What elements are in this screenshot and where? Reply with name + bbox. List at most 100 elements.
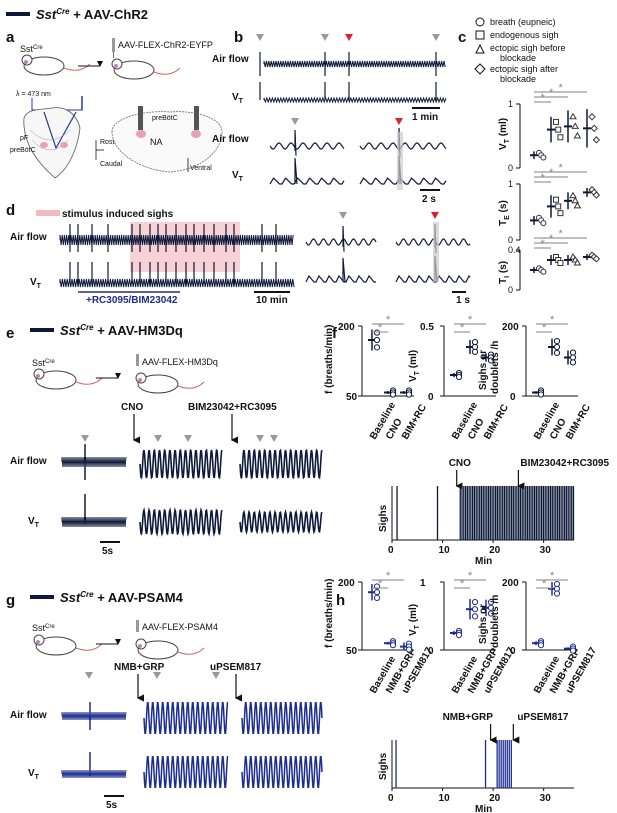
data-point (553, 118, 559, 125)
event-label: BIM23042+RC3095 (520, 458, 609, 469)
svg-text:endogenous sigh: endogenous sigh (490, 30, 559, 40)
trace-e (61, 444, 323, 537)
trace-vt-b (259, 82, 447, 104)
tick-label: 0 (510, 392, 516, 403)
tick-label: 0.5 (420, 322, 434, 333)
mouse-icon (21, 54, 91, 76)
data-point (588, 113, 596, 121)
panel-label-g: g (6, 592, 15, 609)
tick-label: 200 (338, 322, 355, 333)
data-point (557, 134, 564, 141)
trace-line (143, 702, 229, 734)
panel-label-h: h (336, 592, 345, 609)
y-axis-label: VT (ml) (408, 350, 421, 382)
svg-text:ectopic sigh before: ectopic sigh before (490, 43, 566, 53)
marker-red (345, 34, 353, 41)
svg-text:Caudal: Caudal (100, 161, 123, 168)
data-point (592, 191, 601, 199)
trace-line (269, 157, 345, 185)
x-tick-label: 20 (489, 545, 501, 556)
tick-label: 0 (428, 646, 434, 657)
panel-label-d: d (6, 202, 15, 219)
vt-label: VT (232, 92, 244, 105)
svg-text:λ = 473 nm: λ = 473 nm (16, 91, 51, 98)
x-tick-label: BIM+RC (482, 403, 511, 442)
trace-line (239, 509, 323, 535)
airflow-label: Air flow (10, 232, 47, 243)
title-psam4: SstCre + AAV-PSAM4 (30, 590, 184, 605)
significance-star: * (541, 92, 546, 104)
x-tick-label: 0 (388, 793, 394, 804)
data-point (569, 112, 577, 120)
syringe-icon (136, 354, 139, 366)
data-point (487, 357, 495, 364)
trace-line (61, 456, 127, 468)
significance-star: * (559, 228, 564, 240)
data-point (553, 338, 561, 345)
data-point (555, 126, 562, 133)
x-axis-label: Min (475, 804, 492, 813)
data-point (569, 647, 577, 654)
trace-line (305, 257, 376, 283)
data-point (487, 610, 495, 617)
scale-label: 5s (102, 546, 114, 557)
panel-e: SstCre AAV-FLEX-HM3Dq CNO BIM23042+RC309… (10, 354, 323, 557)
svg-text:Rostral: Rostral (100, 139, 123, 146)
y-axis-label: Sighs (378, 752, 389, 780)
significance-star: * (542, 322, 547, 334)
trace-zoom-endogenous (269, 129, 345, 185)
y-axis-label: VT (ml) (408, 604, 421, 636)
significance-star: * (541, 238, 546, 250)
svg-text:SstCre + AAV-ChR2: SstCre + AAV-ChR2 (36, 7, 148, 22)
x-tick-label: 20 (489, 793, 501, 804)
y-axis-label: TE (s) (498, 200, 511, 226)
mouse-label-a: SstCre (20, 44, 43, 54)
svg-text:pF: pF (20, 135, 28, 142)
data-point (553, 590, 561, 597)
x-axis-label: Min (475, 556, 492, 567)
data-point (471, 348, 479, 355)
significance-star: * (386, 314, 391, 326)
panel-b: Air flow VT 1 min Air flow VT 2 s (212, 34, 447, 205)
data-point (487, 599, 495, 606)
nmb-label: NMB+GRP (114, 662, 165, 673)
panel-g: SstCre AAV-FLEX-PSAM4 NMB+GRP uPSEM817 A… (10, 620, 323, 811)
y-axis-label: f (breaths/min) (324, 325, 335, 394)
marker-gray (321, 34, 329, 41)
tick-label: 200 (502, 578, 519, 589)
airflow-label: Air flow (10, 710, 47, 721)
trace-line (263, 96, 447, 104)
data-point (573, 132, 582, 139)
legend-label: stimulus induced sighs (62, 209, 174, 220)
event-label: uPSEM817 (517, 712, 569, 723)
panel-c-legend: breath (eupneic) endogenous sigh ectopic… (474, 17, 566, 84)
vt-label-2: VT (232, 170, 244, 183)
data-point (573, 201, 582, 209)
data-point (573, 259, 582, 266)
data-point (555, 203, 562, 210)
data-point (373, 594, 381, 602)
significance-star: * (378, 578, 383, 590)
trace-line (305, 225, 377, 252)
data-point (569, 359, 577, 366)
scale-label: 5s (106, 800, 118, 811)
trace-line (59, 278, 295, 288)
svg-text:preBötC: preBötC (152, 115, 178, 122)
mouse-icon (33, 368, 103, 390)
data-point (569, 191, 577, 199)
significance-star: * (468, 570, 473, 582)
tick-label: 0 (508, 285, 513, 295)
data-point (405, 646, 413, 653)
airflow-label: Air flow (212, 54, 249, 65)
y-axis-label: Sighs or (478, 604, 489, 644)
scale-label: 10 min (256, 295, 288, 306)
data-point (540, 154, 547, 161)
y-axis-label: f (breaths/min) (324, 579, 335, 648)
event-label: NMB+GRP (443, 712, 494, 723)
data-point (373, 589, 381, 596)
trace-line (139, 448, 223, 480)
panel-label-f: f (332, 325, 338, 342)
virus-label-a: AAV-FLEX-ChR2-EYFP (118, 40, 213, 50)
